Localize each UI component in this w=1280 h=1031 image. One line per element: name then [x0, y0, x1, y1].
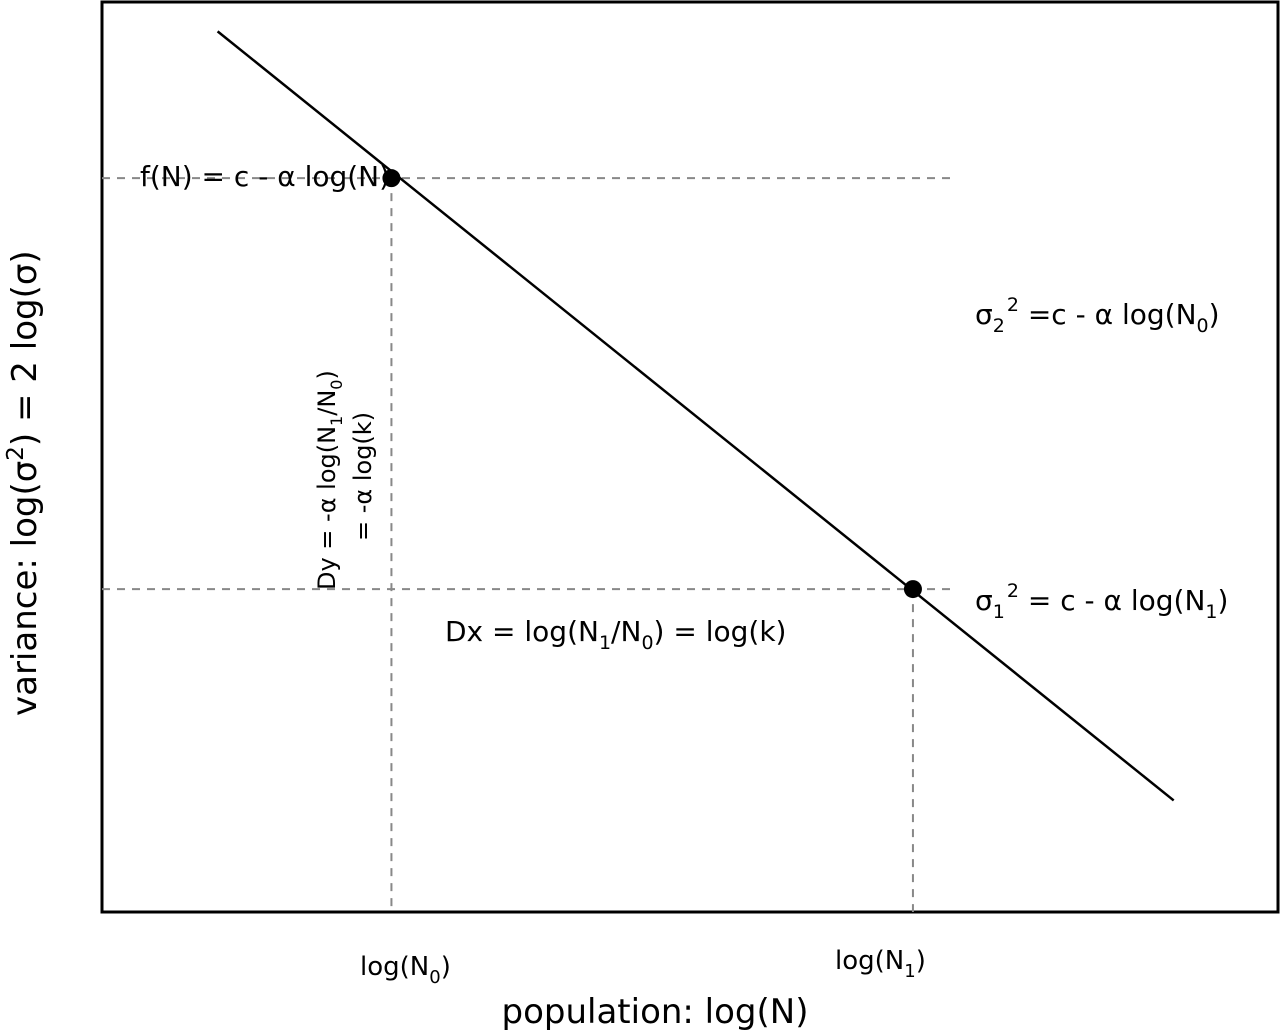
dy-annotation-line1: Dy = -α log(N1/N0)	[313, 370, 346, 590]
function-label: f(N) = c - α log(N)	[140, 160, 390, 193]
dy-annotation: Dy = -α log(N1/N0) = -α log(k)	[313, 370, 377, 590]
data-point-n1	[903, 580, 922, 599]
function-line	[216, 30, 1175, 802]
plot-frame	[100, 0, 1280, 914]
sigma2-label: σ22 =c - α log(N0)	[975, 294, 1220, 337]
dx-annotation: Dx = log(N1/N0) = log(k)	[445, 615, 786, 654]
x-tick-label-n0: log(N0)	[360, 952, 451, 988]
y-axis-label: variance: log(σ2) = 2 log(σ)	[3, 250, 45, 716]
sigma1-label: σ12 = c - α log(N1)	[975, 580, 1228, 623]
dy-annotation-line2: = -α log(k)	[349, 412, 377, 541]
x-tick-label-n1: log(N1)	[835, 946, 926, 982]
x-axis-label: population: log(N)	[502, 992, 809, 1031]
data-point-n0	[382, 169, 401, 188]
y-axis-label-text: variance: log(σ2) = 2 log(σ)	[3, 250, 45, 716]
